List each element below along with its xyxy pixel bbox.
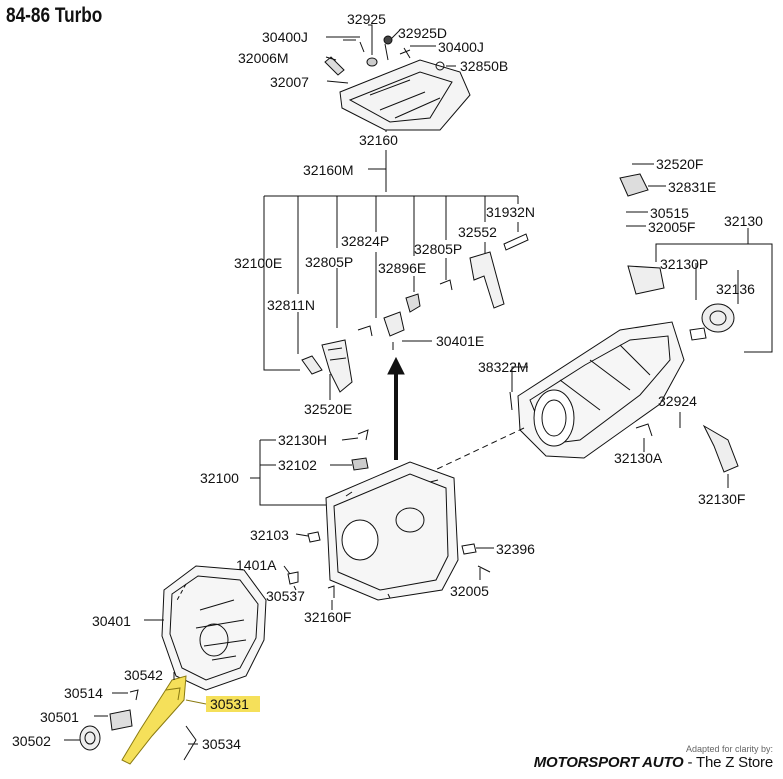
part-label: 32160M bbox=[303, 162, 354, 178]
release-bearing-art bbox=[64, 672, 198, 761]
credit-store: - The Z Store bbox=[683, 754, 773, 771]
part-label: 32130F bbox=[698, 491, 745, 507]
part-label: 32100 bbox=[200, 470, 239, 486]
part-label: 32925 bbox=[347, 11, 386, 27]
part-label: 38322M bbox=[478, 359, 529, 375]
part-label: 30400J bbox=[438, 39, 484, 55]
extension-housing-art bbox=[379, 173, 739, 497]
part-label: 1401A bbox=[236, 557, 277, 573]
part-label: 30401E bbox=[436, 333, 484, 349]
part-label: 32130 bbox=[724, 213, 763, 229]
part-label: 32805P bbox=[305, 254, 353, 270]
part-label: 30401 bbox=[92, 613, 131, 629]
part-label: 32850B bbox=[460, 58, 508, 74]
part-label: 32925D bbox=[398, 25, 447, 41]
part-labels: 30400J 32925 32925D 30400J 32006M 32850B… bbox=[12, 11, 763, 752]
part-label: 32831E bbox=[668, 179, 716, 195]
part-label: 32824P bbox=[341, 233, 389, 249]
part-label: 30542 bbox=[124, 667, 163, 683]
part-label: 32896E bbox=[378, 260, 426, 276]
assembly-arrow bbox=[387, 356, 405, 460]
part-label: 32520E bbox=[304, 401, 352, 417]
leaders-mid bbox=[250, 437, 494, 610]
leaders-right bbox=[511, 163, 773, 488]
part-label: 32005 bbox=[450, 583, 489, 599]
credit-brand: MOTORSPORT AUTO bbox=[533, 754, 684, 771]
part-label: 32103 bbox=[250, 527, 289, 543]
diagram-title: 84-86 Turbo bbox=[6, 4, 103, 27]
part-label: 32102 bbox=[278, 457, 317, 473]
part-label: 32805P bbox=[414, 241, 462, 257]
part-label: 30502 bbox=[12, 733, 51, 749]
part-label: 31932N bbox=[486, 204, 535, 220]
leaders-top bbox=[263, 24, 519, 400]
part-label: 32007 bbox=[270, 74, 309, 90]
credit-line: MOTORSPORT AUTO - The Z Store bbox=[534, 754, 773, 771]
part-label: 32130A bbox=[614, 450, 663, 466]
part-label: 32160F bbox=[304, 609, 351, 625]
part-label: 32552 bbox=[458, 224, 497, 240]
part-label: 30400J bbox=[262, 29, 308, 45]
part-label: 32160 bbox=[359, 132, 398, 148]
part-label: 32396 bbox=[496, 541, 535, 557]
part-label: 30534 bbox=[202, 736, 241, 752]
part-label: 32130H bbox=[278, 432, 327, 448]
credit-note: Adapted for clarity by: bbox=[685, 744, 773, 754]
release-fork-highlight bbox=[121, 675, 260, 765]
part-label: 30515 bbox=[650, 205, 689, 221]
part-label-highlighted: 30531 bbox=[210, 696, 249, 712]
part-label: 30514 bbox=[64, 685, 103, 701]
part-label: 32811N bbox=[267, 297, 315, 313]
shift-forks-art bbox=[301, 233, 529, 393]
part-label: 32130P bbox=[660, 256, 708, 272]
bell-housing-art bbox=[144, 565, 267, 691]
main-case-art bbox=[287, 429, 491, 601]
part-label: 32520F bbox=[656, 156, 703, 172]
part-label: 32005F bbox=[648, 219, 695, 235]
part-label: 32924 bbox=[658, 393, 697, 409]
part-label: 32136 bbox=[716, 281, 755, 297]
part-label: 30537 bbox=[266, 588, 305, 604]
part-label: 32100E bbox=[234, 255, 282, 271]
part-label: 30501 bbox=[40, 709, 79, 725]
top-cover-art bbox=[324, 35, 471, 131]
part-label: 32006M bbox=[238, 50, 289, 66]
